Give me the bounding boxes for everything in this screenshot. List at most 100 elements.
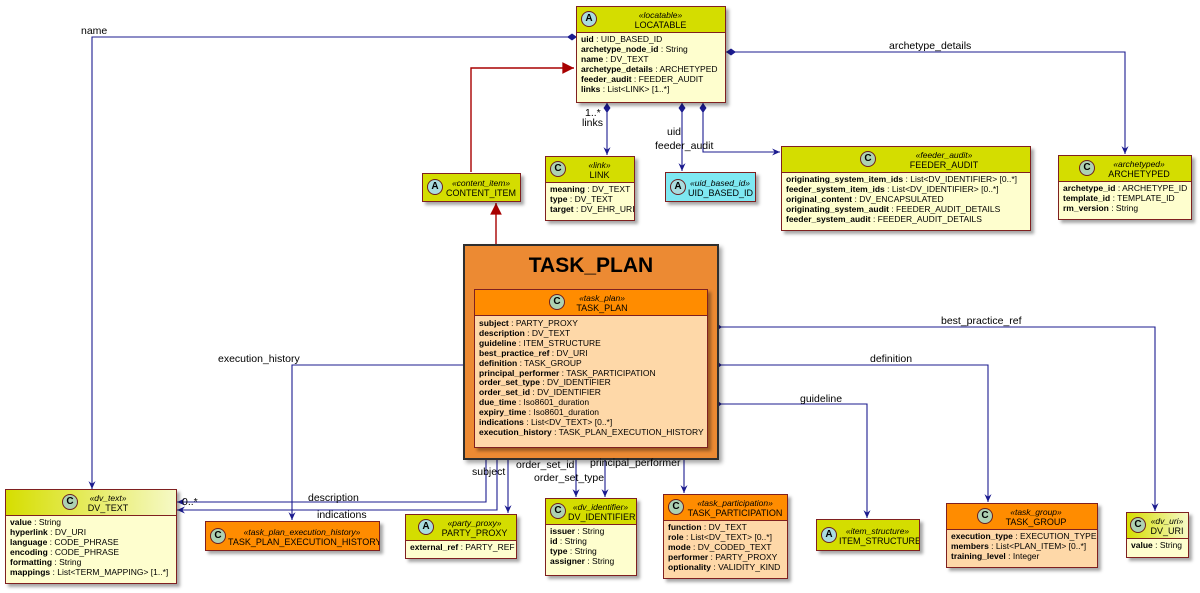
class-stereotype: «feeder_audit» [915, 150, 973, 160]
abstract-class-icon: A [581, 11, 597, 27]
class-attribute: external_ref : PARTY_REF [410, 542, 515, 553]
class-stereotype: «uid_based_id» [689, 178, 751, 188]
assoc-definition [712, 364, 992, 502]
class-task-participation[interactable]: C «task_participation» TASK_PARTICIPATIO… [663, 494, 788, 579]
class-name: TASK_PLAN_EXECUTION_HISTORY [228, 537, 380, 547]
class-stereotype: «task_group» [1010, 507, 1062, 517]
class-attribute: value : String [10, 517, 173, 528]
attribute-name: type [550, 545, 568, 556]
label-links-multiplicity: 1..* [585, 107, 601, 119]
class-header: C «dv_uri» DV_URI [1127, 513, 1188, 539]
class-content-item[interactable]: A «content_item» CONTENT_ITEM [422, 173, 521, 202]
attribute-name: mappings [10, 566, 51, 577]
assoc-name [88, 36, 577, 489]
assoc-execution-history [288, 364, 474, 520]
class-item-structure[interactable]: A «item_structure» ITEM_STRUCTURE [816, 519, 920, 551]
label-best-practice-ref: best_practice_ref [941, 315, 1022, 327]
attribute-type: : List<DV_TEXT> [0..*] [523, 417, 613, 428]
attribute-name: best_practice_ref [479, 347, 550, 358]
attribute-type: : DV_URI [47, 526, 87, 537]
attribute-type: : DV_IDENTIFIER [539, 377, 611, 388]
class-stereotype: «locatable» [638, 10, 683, 20]
class-name: FEEDER_AUDIT [909, 160, 979, 170]
class-name: UID_BASED_ID [688, 188, 754, 198]
class-task-plan-execution-history[interactable]: C «task_plan_execution_history» TASK_PLA… [205, 521, 380, 551]
label-order-set-type: order_set_type [534, 472, 605, 484]
attribute-name: guideline [479, 337, 517, 348]
attribute-type: : List<DV_TEXT> [0..*] [683, 531, 772, 542]
attribute-name: type [550, 193, 568, 204]
class-attribute: order_set_id : DV_IDENTIFIER [479, 387, 704, 398]
attribute-type: : Iso8601_duration [526, 407, 600, 418]
attribute-name: external_ref [410, 542, 459, 552]
class-feeder-audit[interactable]: C «feeder_audit» FEEDER_AUDIT originatin… [781, 146, 1031, 231]
attribute-type: : String [584, 555, 615, 566]
class-attribute: links : List<LINK> [1..*] [581, 84, 722, 95]
label-principal-performer: principal_performer [590, 457, 681, 469]
class-attribute: due_time : Iso8601_duration [479, 397, 704, 408]
attribute-type: : String [575, 526, 605, 536]
attribute-type: : TASK_PARTICIPATION [559, 367, 656, 378]
class-header: C «link» LINK [546, 157, 634, 183]
class-attribute: name : DV_TEXT [581, 54, 722, 65]
class-attribute: function : DV_TEXT [668, 522, 784, 533]
class-icon: C [550, 503, 566, 519]
class-name: TASK_PLAN [576, 303, 628, 313]
attribute-type: : List<PLAN_ITEM> [0..*] [988, 540, 1087, 551]
class-party-proxy[interactable]: A «party_proxy» PARTY_PROXY external_ref… [405, 514, 517, 559]
class-header: A «party_proxy» PARTY_PROXY [406, 515, 516, 541]
class-attribute: language : CODE_PHRASE [10, 537, 173, 548]
attribute-name: encoding [10, 546, 48, 557]
attribute-type: : String [52, 556, 82, 567]
attribute-type: : DV_CODED_TEXT [690, 541, 772, 552]
diamond-links [603, 103, 611, 113]
class-uid-based-id[interactable]: A «uid_based_id» UID_BASED_ID [665, 172, 756, 202]
assoc-archetype-details [726, 51, 1129, 154]
class-locatable[interactable]: A «locatable» LOCATABLE uid : UID_BASED_… [576, 6, 726, 103]
label-description: description [308, 492, 359, 504]
package-title: TASK_PLAN [528, 254, 654, 277]
class-attribute: execution_type : EXECUTION_TYPE [951, 531, 1097, 542]
class-header: C «dv_identifier» DV_IDENTIFIER [546, 499, 636, 525]
attribute-type: : ARCHETYPED [652, 63, 718, 74]
class-attribute: originating_system_item_ids : List<DV_ID… [786, 174, 1027, 185]
label-uid: uid [667, 126, 682, 138]
attribute-name: archetype_details [581, 63, 653, 74]
class-attribute: original_content : DV_ENCAPSULATED [786, 194, 1027, 205]
attribute-name: principal_performer [479, 367, 560, 378]
attribute-type: : PARTY_PROXY [508, 318, 578, 328]
class-archetyped[interactable]: C «archetyped» ARCHETYPED archetype_id :… [1058, 155, 1192, 220]
class-stereotype: «item_structure» [845, 526, 910, 536]
attribute-type: : DV_IDENTIFIER [530, 387, 601, 398]
class-task-plan[interactable]: C «task_plan» TASK_PLAN subject : PARTY_… [474, 289, 708, 448]
class-dv-uri[interactable]: C «dv_uri» DV_URI value : String [1126, 512, 1189, 558]
class-attribute: feeder_system_item_ids : List<DV_IDENTIF… [786, 184, 1027, 195]
class-attribute: best_practice_ref : DV_URI [479, 347, 704, 359]
attribute-name: template_id [1063, 192, 1111, 203]
class-attribute: issuer : String [550, 526, 633, 537]
attribute-name: function [668, 522, 702, 532]
class-stereotype: «link» [588, 160, 611, 170]
class-stereotype: «archetyped» [1113, 159, 1165, 169]
label-guideline: guideline [800, 393, 843, 405]
attribute-type: : Integer [1005, 550, 1040, 561]
attribute-name: order_set_type [479, 377, 540, 388]
class-header: C «archetyped» ARCHETYPED [1059, 156, 1191, 182]
attribute-name: rm_version [1063, 202, 1109, 213]
attribute-type: : DV_URI [549, 347, 588, 358]
attribute-name: definition [479, 357, 518, 368]
attribute-name: archetype_id [1063, 183, 1116, 193]
class-attribute: type : String [550, 545, 633, 557]
attribute-name: members [951, 540, 989, 551]
abstract-class-icon: A [427, 179, 443, 195]
attribute-name: target [550, 203, 574, 214]
attribute-name: feeder_audit [581, 73, 632, 84]
class-attribute: feeder_system_audit : FEEDER_AUDIT_DETAI… [786, 214, 1027, 225]
class-task-group[interactable]: C «task_group» TASK_GROUP execution_type… [946, 503, 1098, 568]
class-dv-identifier[interactable]: C «dv_identifier» DV_IDENTIFIER issuer :… [545, 498, 637, 576]
class-name: LOCATABLE [634, 20, 687, 30]
